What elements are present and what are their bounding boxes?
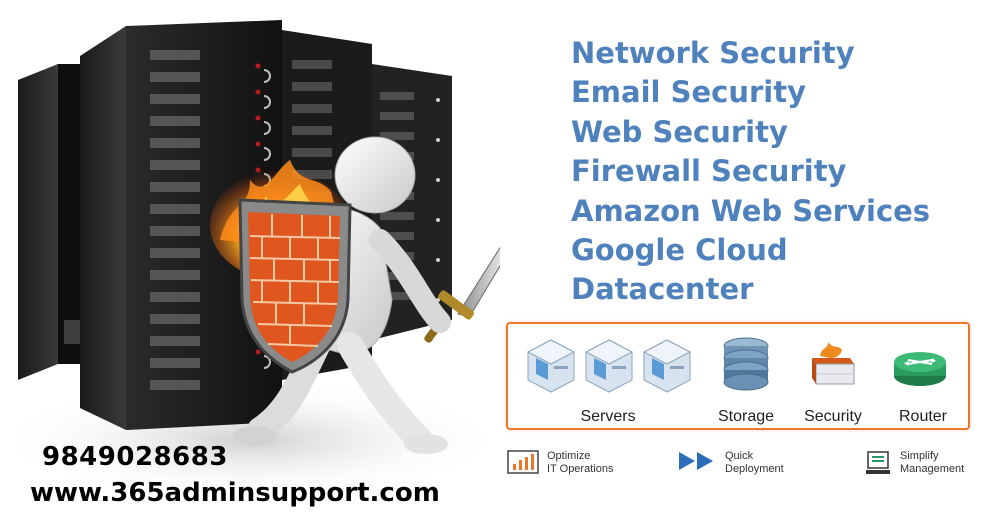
- hero-illustration: [0, 20, 500, 500]
- security-label: Security: [804, 408, 862, 425]
- feature-simplify-line1: Simplify: [900, 450, 939, 462]
- service-web-security: Web Security: [571, 114, 788, 149]
- infrastructure-panel: Servers Storage Security Router: [506, 322, 970, 430]
- service-datacenter: Datacenter: [571, 272, 754, 307]
- phone-number: 9849028683: [42, 442, 228, 472]
- service-firewall-security: Firewall Security: [571, 154, 847, 189]
- feature-quick-line2: Deployment: [725, 463, 784, 475]
- server-icon: [584, 339, 634, 393]
- servers-label: Servers: [580, 408, 636, 425]
- firewall-icon: [812, 342, 855, 385]
- chart-icon: [507, 450, 539, 474]
- service-network-security: Network Security: [571, 36, 855, 70]
- management-icon: [866, 451, 890, 474]
- server-rack-main: [80, 20, 282, 430]
- website-url: www.365adminsupport.com: [30, 478, 440, 508]
- firewall-shield-icon: [238, 198, 352, 374]
- fast-forward-icon: [679, 452, 713, 470]
- feature-quick-line1: Quick: [725, 450, 754, 462]
- router-label: Router: [898, 408, 948, 425]
- storage-icon: [723, 337, 769, 391]
- router-icon: [894, 352, 946, 386]
- feature-optimize-line2: IT Operations: [547, 463, 614, 475]
- feature-simplify-line2: Management: [900, 463, 965, 475]
- services-list: Network Security Email Security Web Secu…: [571, 34, 930, 310]
- service-google-cloud: Google Cloud: [571, 233, 788, 268]
- feature-optimize-line1: Optimize: [547, 450, 591, 462]
- service-email-security: Email Security: [571, 75, 806, 110]
- server-icon: [642, 339, 692, 393]
- storage-label: Storage: [717, 408, 775, 425]
- service-amazon-web-services: Amazon Web Services: [571, 193, 931, 228]
- server-icon: [526, 339, 576, 393]
